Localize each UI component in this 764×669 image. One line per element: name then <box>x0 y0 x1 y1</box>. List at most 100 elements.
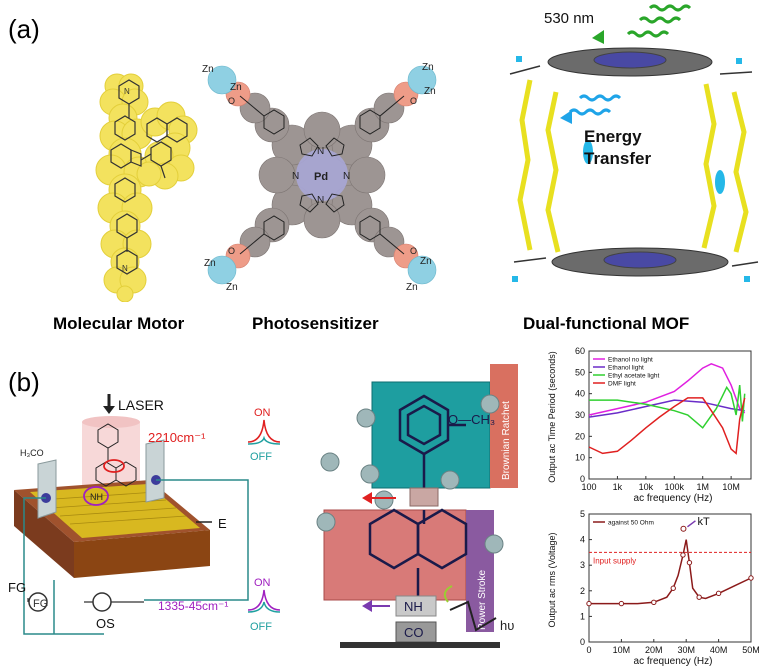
y-tick-label: 2 <box>580 586 585 596</box>
data-point <box>686 559 693 566</box>
x-tick-label: 10M <box>722 482 740 492</box>
zn-atom-label: Zn <box>202 64 214 75</box>
kt-arrow <box>686 520 696 528</box>
molecular-motor-figure: N N <box>95 73 198 302</box>
y-tick-label: 30 <box>575 410 585 420</box>
on-label-top: ON <box>254 407 271 419</box>
data-point <box>586 600 592 607</box>
x-tick-label: 1M <box>696 482 709 492</box>
zn-atom-label: Zn <box>422 62 434 73</box>
legend-label: Ethanol no light <box>608 357 653 364</box>
n-atom-label: N <box>343 171 350 182</box>
kt-label: kT <box>697 516 710 528</box>
data-point <box>696 594 702 600</box>
x-tick-label: 30M <box>677 645 695 655</box>
y-tick-label: 5 <box>580 509 585 519</box>
power-stroke-label: Power Stroke <box>477 570 488 630</box>
os-label: OS <box>96 616 115 631</box>
o-atom-label: O <box>410 246 417 256</box>
zn-atom-label: Zn <box>230 82 242 93</box>
brownian-ratchet-label: Brownian Ratchet <box>501 401 512 480</box>
y-tick-label: 50 <box>575 367 585 377</box>
input-supply-label: Input supply <box>593 556 636 565</box>
fg-label: FG <box>8 580 26 595</box>
x-tick-label: 1k <box>613 482 623 492</box>
plot-frame <box>588 513 752 643</box>
y-tick-label: 3 <box>580 560 585 570</box>
rms-voltage-chart: Output ac rms (Voltage) ac frequency (Hz… <box>547 509 759 667</box>
laser-label: LASER <box>118 397 164 413</box>
series-line-1 <box>588 399 745 418</box>
nh-group-label: NH <box>404 599 423 614</box>
legend-label: against 50 Ohm <box>608 520 654 527</box>
y-tick-label: 10 <box>575 453 585 463</box>
legend-label: Ethyl acetate light <box>608 373 660 380</box>
x-tick-label: 0 <box>586 645 591 655</box>
pd-atom-label: Pd <box>314 171 328 183</box>
svg-text:N: N <box>124 87 130 96</box>
x-tick-label: 20M <box>645 645 663 655</box>
series-line-0 <box>589 539 752 605</box>
zn-atom-label: Zn <box>420 256 432 267</box>
o-atom-label: O <box>410 96 417 106</box>
y-tick-label: 40 <box>575 389 585 399</box>
wavenumber-bottom: 1335-45cm⁻¹ <box>158 599 228 613</box>
o-atom-label: O <box>228 246 235 256</box>
y-tick-label: 0 <box>580 474 585 484</box>
off-label-top: OFF <box>250 451 272 463</box>
x-tick-label: 10k <box>639 482 654 492</box>
wavelength-label: 530 nm <box>544 10 594 27</box>
caption-dual-functional-mof: Dual-functional MOF <box>523 314 690 333</box>
series-line-0 <box>588 362 746 416</box>
legend-label: DMF light <box>608 381 636 388</box>
data-point <box>651 599 657 606</box>
x-tick-label: 50M <box>742 645 759 655</box>
data-point <box>748 575 754 581</box>
legend-label: Ethanol light <box>608 365 644 372</box>
n-atom-label: N <box>292 171 299 182</box>
caption-photosensitizer: Photosensitizer <box>252 314 379 333</box>
zn-atom-label: Zn <box>406 282 418 293</box>
co-group-label: CO <box>404 625 424 640</box>
data-point <box>715 590 722 597</box>
n-atom-label: N <box>317 146 324 157</box>
device-schematic: LASER H₃CO NH FG FG OS E 2210cm⁻¹ 1335-4… <box>8 394 281 635</box>
methoxy-label: H₃CO <box>20 448 44 458</box>
methoxy-group-label: O—CH₃ <box>448 412 495 427</box>
y-tick-label: 20 <box>575 431 585 441</box>
n-atom-label: N <box>317 195 324 206</box>
y-axis-label: Output ac Time Period (seconds) <box>547 351 557 483</box>
y-tick-label: 0 <box>580 637 585 647</box>
svg-text:N: N <box>122 264 128 273</box>
fg-symbol: FG <box>33 598 48 610</box>
x-tick-label: 100 <box>581 482 596 492</box>
e-field-label: E <box>218 516 227 531</box>
x-axis-label: ac frequency (Hz) <box>634 493 713 504</box>
zn-atom-label: Zn <box>424 86 436 97</box>
kt-point <box>680 525 687 532</box>
o-atom-label: O <box>228 96 235 106</box>
hv-label: hυ <box>500 618 514 633</box>
y-tick-label: 4 <box>580 535 585 545</box>
nh-label: NH <box>90 492 103 502</box>
time-period-chart: Output ac Time Period (seconds) ac frequ… <box>547 346 752 504</box>
panel-a-label: (a) <box>8 14 40 44</box>
on-label-bottom: ON <box>254 577 271 589</box>
x-tick-label: 10M <box>613 645 631 655</box>
data-point <box>670 585 676 591</box>
mof-figure: 530 nm Energy Transfer <box>509 4 759 282</box>
caption-molecular-motor: Molecular Motor <box>53 314 185 333</box>
series-line-2 <box>589 385 746 429</box>
x-axis-label: ac frequency (Hz) <box>634 656 713 667</box>
y-tick-label: 60 <box>575 346 585 356</box>
data-point <box>618 600 625 607</box>
energy-transfer-line2: Transfer <box>584 149 651 168</box>
x-tick-label: 40M <box>710 645 728 655</box>
x-tick-label: 100k <box>665 482 685 492</box>
energy-transfer-line1: Energy <box>584 127 642 146</box>
motor-mechanism: Brownian Ratchet Power Stroke O—CH₃ NH C… <box>316 364 518 648</box>
zn-atom-label: Zn <box>204 258 216 269</box>
data-point <box>680 552 686 558</box>
wavenumber-top: 2210cm⁻¹ <box>148 430 206 445</box>
photosensitizer-figure: Pd N N N N Zn Zn Zn Zn Zn Zn Zn Zn O O O… <box>202 62 437 293</box>
